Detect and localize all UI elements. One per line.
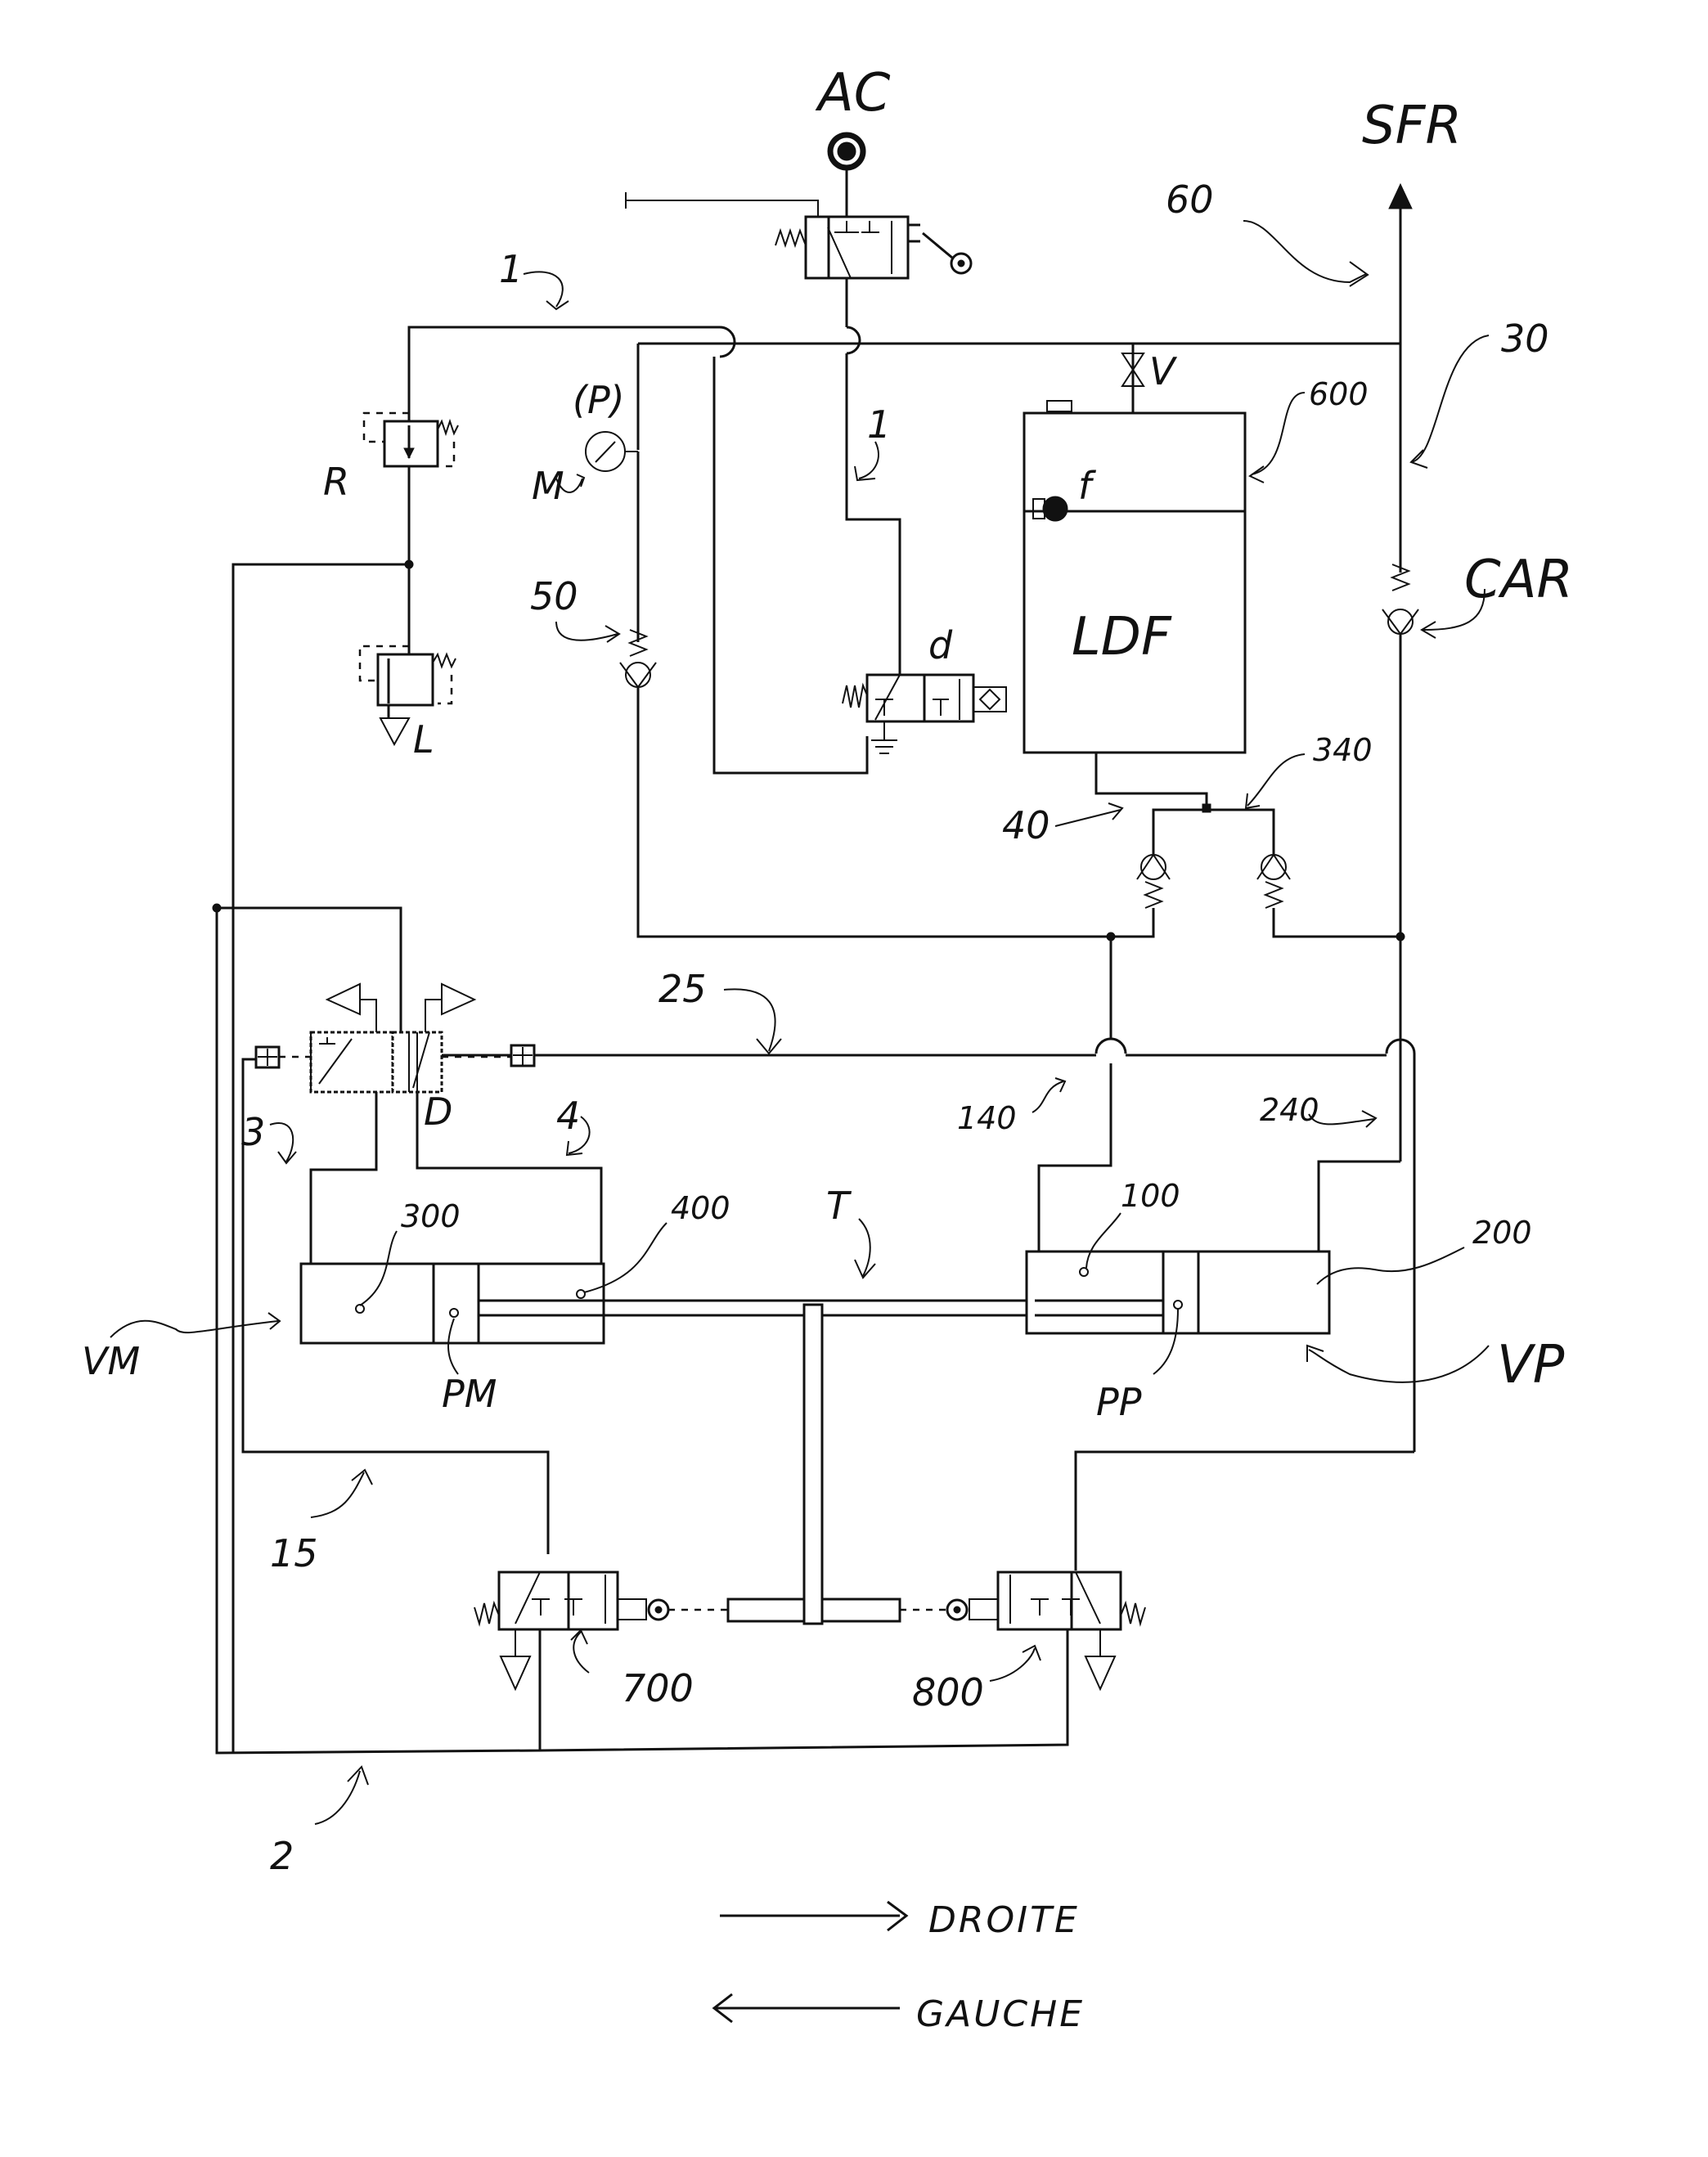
ref-40-label: 40: [1002, 803, 1050, 847]
ref-15-label: 15: [270, 1531, 318, 1575]
pp-label: PP: [1096, 1380, 1142, 1424]
valve-700: [497, 1571, 619, 1631]
v-valve-label: V: [1149, 349, 1178, 393]
ref-4-visible-label: 4: [556, 1094, 580, 1138]
ref-700-label: 700: [622, 1666, 694, 1710]
vp-label: VP: [1497, 1335, 1565, 1395]
vm-cylinder: [299, 1262, 605, 1345]
valve-800: [996, 1571, 1122, 1631]
m-gauge-label: M: [532, 464, 564, 508]
vm-label: VM: [82, 1339, 140, 1383]
sfr-label: SFR: [1362, 96, 1462, 156]
roller-lever-icon: [922, 231, 973, 275]
check-valve-340-right: [1256, 853, 1291, 909]
car-label: CAR: [1464, 550, 1573, 610]
ref-600-label: 600: [1309, 376, 1369, 412]
d-valve-label: d: [928, 623, 953, 667]
l-relief-valve: [358, 645, 456, 718]
ldf-label: LDF: [1072, 607, 1172, 667]
d-distributor-valve: [309, 1031, 443, 1094]
valve-spring-icon: [775, 227, 807, 249]
l-drain-tank-icon: [379, 717, 411, 747]
ref-2-label: 2: [270, 1834, 294, 1878]
valve-spring-icon: [842, 682, 868, 708]
valve-spring-icon: [474, 1600, 500, 1627]
ref-100-label: 100: [1121, 1178, 1180, 1214]
check-valve-340-left: [1136, 853, 1171, 909]
ref-30-arrow: [1409, 335, 1490, 469]
ref-50-label: 50: [530, 574, 578, 618]
r-pressure-regulator: [362, 411, 459, 468]
ac-manual-valve: [804, 215, 920, 280]
drain-700-icon: [499, 1656, 532, 1692]
ref-240-label: 240: [1260, 1092, 1319, 1128]
sfr-output-arrow-icon: [1388, 182, 1413, 209]
ref-140-label: 140: [957, 1100, 1017, 1136]
ref-340-label: 340: [1313, 732, 1373, 768]
float-f-icon: [1042, 496, 1068, 522]
ref-200-label: 200: [1472, 1215, 1532, 1251]
ref-3-label: 3: [241, 1110, 265, 1154]
legend-left: [712, 1993, 900, 2024]
ref-60-label: 60: [1166, 178, 1214, 222]
ref-1-top-label: 1: [499, 247, 523, 291]
car-check-valve: [1382, 609, 1419, 636]
drain-800-icon: [1084, 1656, 1117, 1692]
l-label: L: [413, 717, 434, 762]
v-vent-valve-icon: [1121, 353, 1145, 387]
legend-right: [720, 1900, 909, 1932]
check-valve-50-spring-icon: [627, 629, 649, 657]
ref-25-label: 25: [658, 967, 707, 1011]
check-valve-50: [619, 662, 657, 689]
car-spring-icon: [1390, 564, 1411, 591]
ref-30-label: 30: [1501, 317, 1549, 361]
d-distributor-label: D: [424, 1090, 452, 1134]
valve-spring-icon: [1120, 1600, 1146, 1627]
ac-supply-source: [827, 132, 866, 171]
d-solenoid-valve: [865, 673, 1007, 723]
legend-left-label: GAUCHE: [916, 1993, 1085, 2035]
ref-1-mid-label: 1: [867, 402, 891, 447]
ldf-tank-600: [1023, 411, 1247, 754]
exhaust-left-arrow-icon: [325, 982, 361, 1016]
p-gauge-label: (P): [573, 378, 625, 422]
exhaust-right-arrow-icon: [441, 982, 477, 1016]
ref-800-label: 800: [912, 1670, 984, 1714]
pm-label: PM: [442, 1372, 497, 1416]
ac-label: AC: [815, 63, 891, 124]
legend-right-label: DROITE: [928, 1899, 1080, 1941]
ground-exhaust-icon: [871, 721, 897, 754]
ref-300-label: 300: [401, 1198, 461, 1234]
ref-t-label: T: [826, 1184, 852, 1228]
ref-60-arrow: [1243, 220, 1369, 287]
ref-400-label: 400: [671, 1190, 730, 1226]
r-label: R: [323, 460, 349, 504]
